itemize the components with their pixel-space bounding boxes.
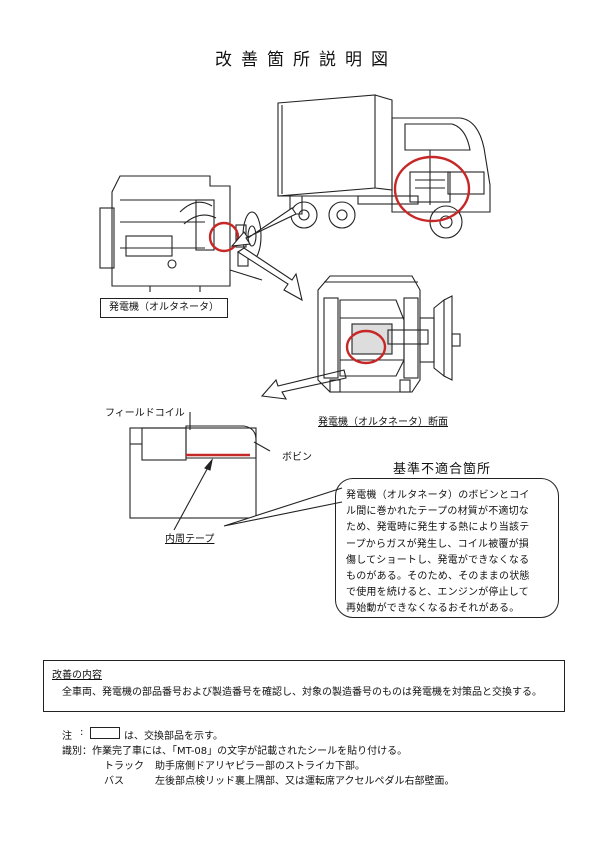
improvement-box: 改善の内容 全車両、発電機の部品番号および製造番号を確認し、対象の製造番号のもの… <box>43 660 565 712</box>
description-line: 再始動ができなくなるおそれがある。 <box>346 603 520 615</box>
bus-label: バス <box>104 776 124 787</box>
description-line: で使用を続けると、エンジンが停止して <box>346 587 529 599</box>
truck-label: トラック <box>104 761 144 772</box>
description-line: ものがある。そのため、そのままの状態 <box>346 571 530 583</box>
alternator-section-label: 発電機（オルタネータ）断面 <box>318 417 448 428</box>
improvement-text: 全車両、発電機の部品番号および製造番号を確認し、対象の製造番号のものは発電機を対… <box>62 687 542 698</box>
engine-illustration <box>99 175 263 292</box>
bubble-pointer <box>223 487 343 527</box>
description-line: ル間に巻かれたテープの材質が不適切な <box>346 506 529 518</box>
field-coil-label: フィールドコイル <box>105 408 185 419</box>
engine-highlight-circle <box>208 221 240 253</box>
note-label: 注 <box>62 731 72 742</box>
bobbin-label: ボビン <box>282 452 312 463</box>
note-text: は、交換部品を示す。 <box>124 731 223 742</box>
description-line: 傷してショートし、発電ができなくなる <box>346 554 530 566</box>
description-line: 発電機（オルタネータ）のボビンとコイ <box>346 490 530 501</box>
coil-detail-illustration <box>129 412 271 531</box>
section-highlight-circle <box>345 329 387 365</box>
inner-tape-label: 内周テープ <box>165 534 215 545</box>
bus-location: 左後部点検リッド裏上隅部、又は運転席アクセルペダル右部壁面。 <box>155 776 455 787</box>
page-title: 改善箇所説明図 <box>215 50 397 70</box>
improvement-title: 改善の内容 <box>52 670 102 681</box>
arrow-section-to-coil <box>260 369 347 400</box>
callout-arrows <box>230 207 347 400</box>
description-line: ープからガスが発生し、コイル被覆が損 <box>346 538 529 550</box>
replacement-part-marker <box>90 727 120 739</box>
arrow-truck-to-engine <box>230 207 297 247</box>
nonconformity-heading: 基準不適合箇所 <box>393 462 492 477</box>
note-colon: : <box>80 727 84 738</box>
truck-highlight-circle <box>393 155 471 223</box>
truck-location: 助手席側ドアリヤピラー部のストライカ下部。 <box>155 761 365 772</box>
alternator-label: 発電機（オルタネータ） <box>100 298 228 318</box>
description-line: ため、発電時に発生する熱により当該テ <box>346 522 530 534</box>
identification-line: 識別：作業完了車には、「MT-08」の文字が記載されたシールを貼り付ける。 <box>62 746 408 757</box>
arrow-engine-to-section <box>236 247 303 302</box>
nonconformity-description: 発電機（オルタネータ）のボビンとコイ ル間に巻かれたテープの材質が不適切な ため… <box>335 478 559 618</box>
